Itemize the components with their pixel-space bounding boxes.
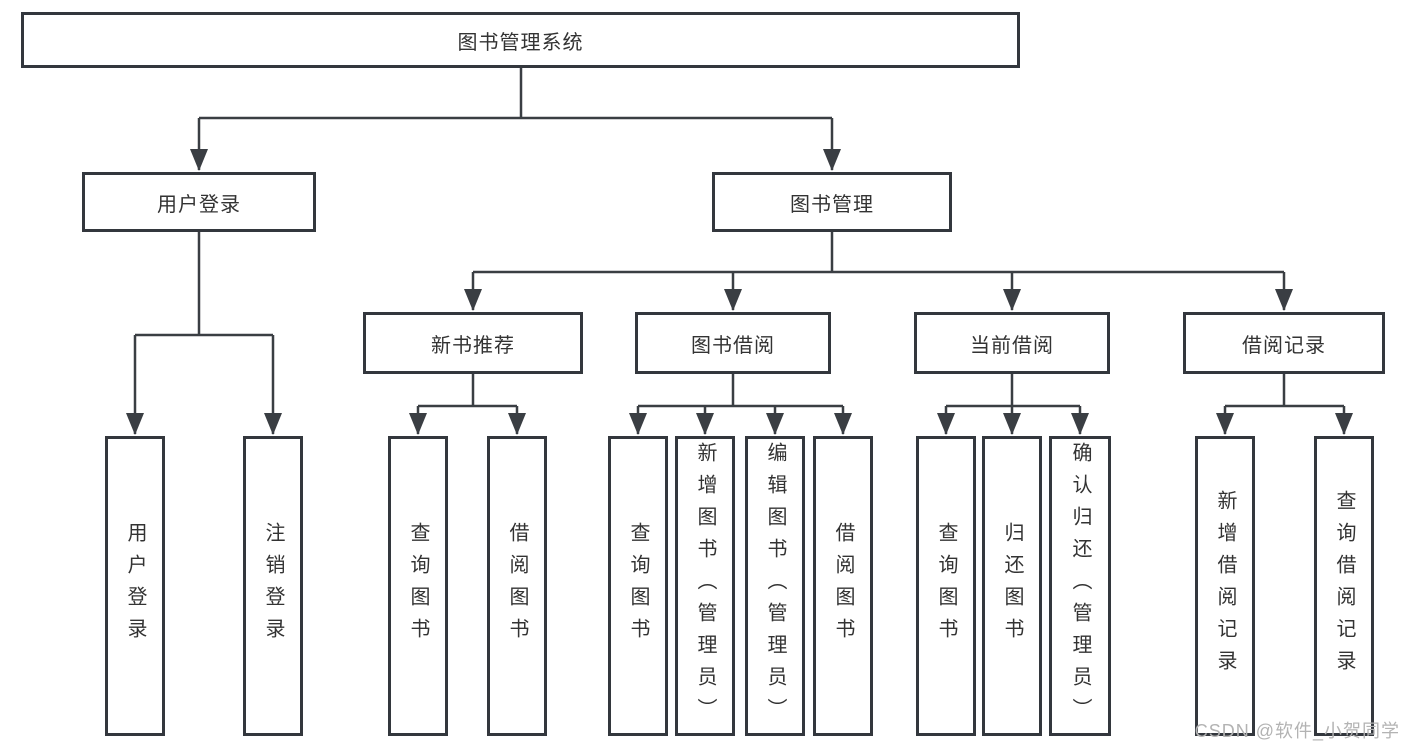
leaf-borrow-book: 借阅图书 <box>813 436 873 736</box>
leaf-add-book-admin: 新增图书（管理员） <box>675 436 735 736</box>
node-borrow-record: 借阅记录 <box>1183 312 1385 374</box>
connector-user-login-children <box>126 232 282 435</box>
leaf-query-book-recommend: 查询图书 <box>388 436 448 736</box>
node-book-borrow: 图书借阅 <box>635 312 831 374</box>
leaf-return-book: 归还图书 <box>982 436 1042 736</box>
connector-book-borrow-children <box>629 374 852 435</box>
node-new-book-recommend: 新书推荐 <box>363 312 583 374</box>
node-book-management: 图书管理 <box>712 172 952 232</box>
connector-root-to-level2 <box>190 68 841 171</box>
node-user-login: 用户登录 <box>82 172 316 232</box>
leaf-confirm-return-admin: 确认归还（管理员） <box>1049 436 1111 736</box>
leaf-query-book-current: 查询图书 <box>916 436 976 736</box>
connector-borrow-record-children <box>1216 374 1353 435</box>
node-root-system: 图书管理系统 <box>21 12 1020 68</box>
connector-book-mgmt-children <box>464 232 1293 311</box>
leaf-borrow-book-recommend: 借阅图书 <box>487 436 547 736</box>
node-current-borrow: 当前借阅 <box>914 312 1110 374</box>
connector-current-borrow-children <box>937 374 1089 435</box>
leaf-user-login: 用户登录 <box>105 436 165 736</box>
leaf-edit-book-admin: 编辑图书（管理员） <box>745 436 805 736</box>
leaf-query-book-borrow: 查询图书 <box>608 436 668 736</box>
csdn-watermark: CSDN @软件_小贺同学 <box>1194 721 1400 741</box>
leaf-logout: 注销登录 <box>243 436 303 736</box>
leaf-query-borrow-record: 查询借阅记录 <box>1314 436 1374 736</box>
connector-new-book-children <box>409 374 526 435</box>
leaf-add-borrow-record: 新增借阅记录 <box>1195 436 1255 736</box>
